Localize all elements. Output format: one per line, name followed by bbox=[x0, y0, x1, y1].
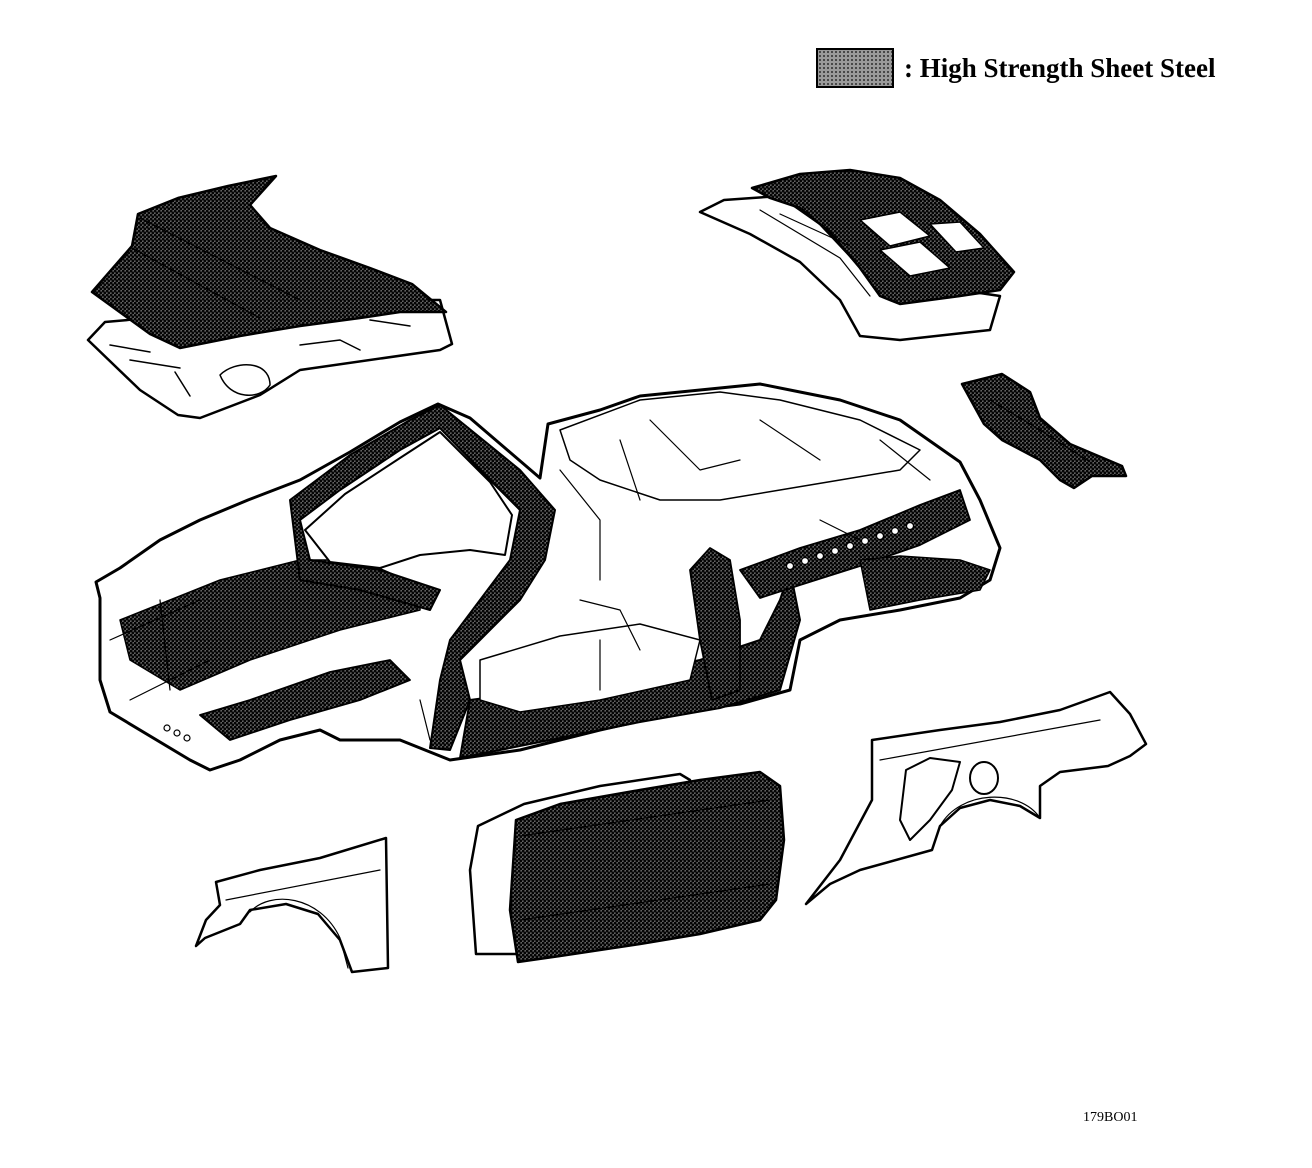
legend-swatch bbox=[816, 48, 894, 88]
legend-label: : High Strength Sheet Steel bbox=[904, 52, 1216, 83]
body-shell-rear-rail bbox=[739, 489, 971, 599]
body-shell-cowl bbox=[119, 559, 421, 691]
rear-cross-member-flange bbox=[989, 399, 1091, 463]
door-outer-skin-hss bbox=[508, 770, 786, 964]
body-shell-detail-lines bbox=[109, 419, 931, 741]
body-shell-rear-deck bbox=[559, 391, 921, 501]
door-skin-creases bbox=[519, 799, 771, 921]
rear-quarter-arch-line bbox=[879, 719, 1101, 827]
trunk-lid-slots bbox=[859, 211, 985, 277]
rear-cross-member-body bbox=[960, 372, 1128, 490]
trunk-lid bbox=[698, 168, 1016, 342]
front-fender-panel bbox=[194, 836, 390, 974]
rear-quarter-panel-body bbox=[804, 690, 1148, 906]
body-shell-front-rail bbox=[199, 659, 411, 741]
body-shell bbox=[94, 382, 1002, 772]
figure-code: 179BO01 bbox=[1083, 1110, 1138, 1125]
rear-quarter-vent bbox=[899, 757, 961, 841]
hood-skin-creases bbox=[131, 217, 301, 319]
body-shell-a-pillar-frame bbox=[289, 404, 556, 751]
front-fender bbox=[194, 836, 390, 974]
fuel-filler-opening bbox=[969, 761, 999, 795]
legend: : High Strength Sheet Steel bbox=[816, 46, 1216, 90]
hood bbox=[86, 174, 454, 420]
body-shell-rear-panel-hss bbox=[859, 555, 991, 611]
rear-cross-member bbox=[960, 372, 1128, 490]
hood-inner-ribs bbox=[109, 319, 411, 397]
door bbox=[468, 770, 786, 964]
body-shell-b-pillar bbox=[689, 547, 741, 701]
body-shell-holes bbox=[163, 521, 915, 742]
rear-quarter-panel bbox=[804, 690, 1148, 906]
body-shell-windshield-opening bbox=[304, 431, 513, 569]
hood-outer-skin bbox=[90, 174, 448, 350]
body-shell-floor bbox=[479, 623, 701, 713]
front-fender-arch-line bbox=[225, 869, 381, 969]
trunk-lid-edge-lines bbox=[759, 209, 871, 297]
